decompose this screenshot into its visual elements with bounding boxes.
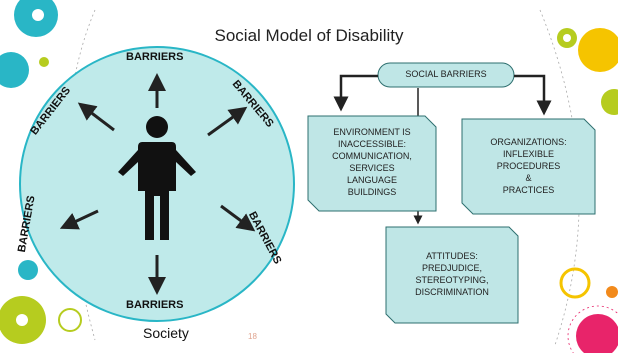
environment-line-2: INACCESSIBLE: bbox=[337, 139, 407, 149]
environment-box bbox=[307, 115, 437, 212]
attitudes-line-1: ATTITUDES: bbox=[426, 251, 478, 261]
radial-arrows bbox=[59, 73, 256, 295]
organizations-text: ORGANIZATIONS: INFLEXIBLE PROCEDURES & P… bbox=[462, 136, 595, 196]
organizations-line-3: PROCEDURES bbox=[496, 161, 561, 171]
attitudes-text: ATTITUDES: PREDJUDICE, STEREOTYPING, DIS… bbox=[386, 250, 518, 298]
deco-teal-bottom-left bbox=[18, 260, 38, 280]
environment-text: ENVIRONMENT IS INACCESSIBLE: COMMUNICATI… bbox=[308, 126, 436, 198]
organizations-line-5: PRACTICES bbox=[502, 185, 555, 195]
organizations-line-2: INFLEXIBLE bbox=[502, 149, 555, 159]
environment-line-4: SERVICES bbox=[349, 163, 395, 173]
connector-to-environment bbox=[333, 74, 378, 112]
attitudes-line-3: STEREOTYPING, bbox=[415, 275, 489, 285]
environment-line-3: COMMUNICATION, bbox=[332, 151, 412, 161]
deco-pink-ring bbox=[567, 305, 618, 353]
barrier-label-top: BARRIERS bbox=[126, 51, 184, 63]
connector-to-organizations bbox=[514, 74, 552, 116]
deco-pink-bottom-right bbox=[576, 314, 618, 353]
environment-line-6: BUILDINGS bbox=[347, 187, 397, 197]
organizations-line-1: ORGANIZATIONS: bbox=[490, 137, 567, 147]
page-number: 18 bbox=[248, 332, 257, 341]
organizations-line-4: & bbox=[525, 173, 532, 183]
social-barriers-label: SOCIAL BARRIERS bbox=[405, 69, 487, 79]
arrow-up-left bbox=[77, 102, 115, 132]
deco-orange-right bbox=[606, 286, 618, 298]
organizations-box bbox=[461, 118, 596, 215]
deco-ring-bottom-left bbox=[58, 308, 82, 332]
attitudes-line-4: DISCRIMINATION bbox=[415, 287, 489, 297]
arrow-down-left bbox=[59, 209, 99, 230]
page-title: Social Model of Disability bbox=[214, 26, 404, 45]
attitudes-line-2: PREDJUDICE, bbox=[421, 263, 482, 273]
person-icon bbox=[118, 116, 196, 240]
barrier-label-bottom: BARRIERS bbox=[126, 299, 184, 311]
deco-lime-right bbox=[601, 89, 618, 115]
deco-white-dot bbox=[32, 9, 44, 21]
society-label: Society bbox=[143, 325, 189, 341]
environment-line-5: LANGUAGE bbox=[346, 175, 397, 185]
deco-ring-yellow-right bbox=[559, 267, 591, 299]
arrow-down-right bbox=[220, 204, 256, 232]
deco-teal-left bbox=[0, 52, 29, 88]
deco-white-bl bbox=[16, 314, 28, 326]
deco-lime-small bbox=[39, 57, 49, 67]
environment-line-1: ENVIRONMENT IS bbox=[333, 127, 411, 137]
attitudes-box bbox=[385, 226, 519, 324]
arrow-up-right bbox=[207, 106, 248, 137]
deco-white-tr bbox=[563, 34, 571, 42]
deco-yellow-top-right bbox=[578, 28, 618, 72]
